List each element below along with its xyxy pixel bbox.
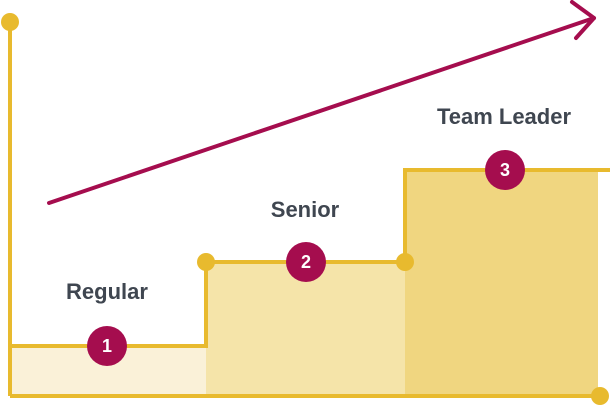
step-2-number: 2 <box>301 252 311 272</box>
step-1-badge: 1 <box>87 326 127 366</box>
step-2-end-dot <box>396 253 414 271</box>
x-axis-end-dot <box>591 387 609 405</box>
step-2-badge: 2 <box>286 242 326 282</box>
step-3-number: 3 <box>500 160 510 180</box>
step-3-fill <box>405 170 598 396</box>
step-1-number: 1 <box>102 336 112 356</box>
step-3-label: Team Leader <box>437 104 572 129</box>
step-1-label: Regular <box>66 279 148 304</box>
step-2-label: Senior <box>271 197 340 222</box>
step-3-badge: 3 <box>485 150 525 190</box>
y-axis-end-dot <box>1 13 19 31</box>
growth-arrow <box>47 0 596 205</box>
step-2-fill <box>206 262 405 396</box>
step-2-corner-dot <box>197 253 215 271</box>
